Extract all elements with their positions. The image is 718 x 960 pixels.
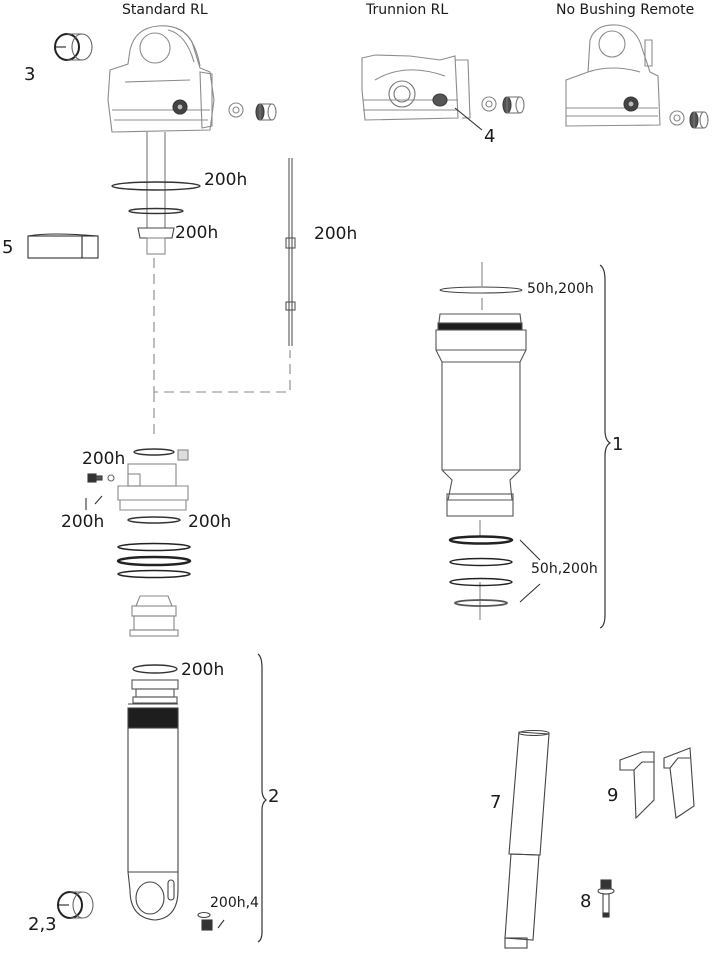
dashed-connector bbox=[153, 258, 291, 393]
valve-body-icon bbox=[129, 595, 179, 637]
service-interval-air-can-bottom: 50h,200h bbox=[531, 561, 598, 577]
title-standard-rl: Standard RL bbox=[122, 2, 208, 18]
piston-screw-icon bbox=[87, 473, 115, 483]
bolt-icon bbox=[597, 879, 615, 918]
service-interval-damper-body: 200h bbox=[181, 660, 225, 680]
part-number-7: 7 bbox=[490, 792, 502, 813]
set-screw-icon bbox=[177, 449, 189, 461]
piston-icon bbox=[117, 463, 189, 511]
part-number-4: 4 bbox=[484, 126, 496, 147]
spacer-clip-icon bbox=[27, 233, 99, 259]
damper-body-icon bbox=[127, 703, 179, 921]
service-interval-shaft-oring: 200h bbox=[204, 170, 248, 190]
brace-group-1 bbox=[599, 264, 612, 629]
oring-icon bbox=[133, 448, 175, 456]
damper-cap-icon bbox=[131, 679, 179, 704]
service-interval-seal-head: 200h bbox=[175, 223, 219, 243]
remote-rod-icon bbox=[285, 158, 296, 346]
service-interval-piston-band: 200h bbox=[188, 512, 232, 532]
remote-knob-icon bbox=[623, 96, 639, 112]
service-interval-piston-screw: 200h bbox=[61, 512, 105, 532]
cap-icon bbox=[689, 111, 709, 129]
standard-rl-knob-icon bbox=[172, 99, 188, 115]
service-interval-air-can-top: 50h,200h bbox=[527, 281, 594, 297]
cap-icon bbox=[502, 96, 525, 114]
part-number-3: 3 bbox=[24, 64, 36, 85]
leader-line bbox=[454, 107, 483, 131]
air-can-seals-icon bbox=[448, 535, 514, 607]
part-number-5: 5 bbox=[2, 237, 14, 258]
oring-icon bbox=[127, 516, 181, 524]
remote-head-icon bbox=[565, 24, 661, 127]
service-interval-eyelet-valve: 200h,4 bbox=[210, 895, 259, 911]
oring-icon bbox=[132, 664, 178, 674]
service-interval-remote-rod: 200h bbox=[314, 224, 358, 244]
oring-icon bbox=[111, 181, 201, 191]
air-can-icon bbox=[435, 313, 527, 517]
washer-icon bbox=[669, 110, 685, 126]
part-number-8: 8 bbox=[580, 891, 592, 912]
washer-icon bbox=[228, 102, 244, 118]
leader-line bbox=[85, 495, 103, 510]
leader-line bbox=[519, 539, 541, 603]
oring-icon bbox=[439, 286, 523, 294]
clamp-block-icon bbox=[619, 747, 695, 820]
washer-icon bbox=[481, 96, 497, 112]
part-number-2-3: 2,3 bbox=[28, 914, 57, 935]
standard-rl-eyelet-icon bbox=[107, 25, 215, 133]
cap-icon bbox=[255, 103, 277, 121]
shaft-tool-icon bbox=[504, 729, 550, 949]
damper-shaft-icon bbox=[146, 132, 166, 228]
seal-head-icon bbox=[137, 227, 175, 255]
bushing-icon bbox=[54, 33, 93, 61]
part-number-1: 1 bbox=[612, 434, 624, 455]
service-interval-piston-top: 200h bbox=[82, 449, 126, 469]
trunnion-rl-head-icon bbox=[361, 54, 471, 121]
part-number-2: 2 bbox=[268, 786, 280, 807]
trunnion-port-icon bbox=[388, 80, 448, 108]
part-number-9: 9 bbox=[607, 785, 619, 806]
bushing-icon bbox=[57, 891, 94, 919]
valve-cap-icon bbox=[197, 911, 213, 931]
leader-line bbox=[217, 919, 225, 929]
oring-icon bbox=[128, 207, 184, 215]
title-no-bushing-remote: No Bushing Remote bbox=[556, 2, 695, 18]
title-trunnion-rl: Trunnion RL bbox=[366, 2, 449, 18]
brace-group-2 bbox=[257, 653, 267, 943]
piston-band-icon bbox=[116, 542, 192, 579]
